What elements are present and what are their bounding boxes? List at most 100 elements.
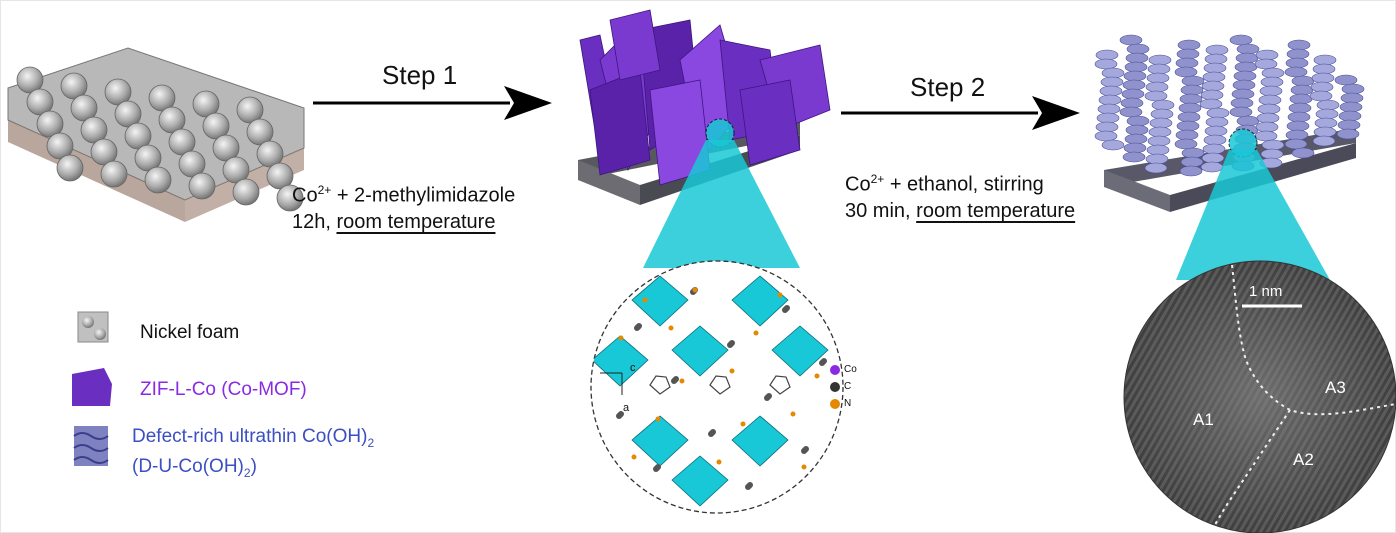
cobalt-tetrahedron: [731, 415, 789, 467]
cooh-flake: [1316, 99, 1340, 111]
foam-pore: [178, 150, 206, 178]
cooh-flake: [1312, 63, 1336, 75]
foam-pore: [46, 132, 74, 160]
step2-label: Step 2: [910, 72, 986, 102]
cooh-flake: [1203, 62, 1227, 74]
foam-pore: [26, 88, 54, 116]
carbon-atom: [599, 500, 605, 506]
cooh-flake: [1147, 63, 1171, 75]
cooh-flake: [1145, 81, 1169, 93]
cooh-flake: [1124, 133, 1148, 145]
cooh-flake: [1175, 129, 1199, 141]
cooh-flake: [1101, 67, 1125, 79]
cooh-flake: [1229, 34, 1253, 46]
cooh-flake: [1119, 106, 1143, 118]
foam-pore: [222, 156, 250, 184]
key-co-atom: [830, 365, 840, 375]
nitrogen-atom: [631, 454, 637, 460]
cooh-flake: [1203, 134, 1227, 146]
cooh-flake: [1309, 90, 1333, 102]
carbon-atom: [821, 358, 827, 364]
axis-a-label: a: [623, 402, 630, 414]
carbon-atom: [766, 393, 772, 399]
nitrogen-atom: [777, 292, 783, 298]
carbon-atom: [636, 323, 642, 329]
cooh-flake: [1206, 107, 1230, 119]
cooh-flake: [1257, 103, 1281, 115]
nitrogen-atom: [801, 464, 807, 470]
cooh-flake: [1202, 143, 1226, 155]
cooh-flake: [1285, 129, 1309, 141]
step1-reagents: Co2+ + 2-methylimidazole: [292, 183, 516, 207]
nickel-foam-image: [7, 47, 305, 222]
cooh-flake: [1204, 125, 1228, 137]
cooh-flake: [1284, 66, 1308, 78]
step1-time-temp: 12h, room temperature: [292, 210, 496, 233]
cooh-flake: [1095, 49, 1119, 61]
step1-label: Step 1: [382, 60, 458, 90]
cooh-flake: [1285, 57, 1309, 69]
cooh-flake: [1145, 153, 1169, 165]
foam-pore: [148, 84, 176, 112]
zoom-cone-cooh: [1176, 128, 1330, 280]
cooh-flake: [1125, 52, 1149, 64]
cooh-flake: [1180, 156, 1204, 168]
cooh-flake: [1101, 139, 1125, 151]
step2-conditions: Co2+ + ethanol, stirring 30 min, room te…: [845, 166, 1075, 224]
step2-arrow: [841, 96, 1080, 130]
cobalt-tetrahedron: [671, 455, 729, 507]
cooh-flake: [1259, 85, 1283, 97]
cobalt-tetrahedron: [771, 325, 829, 377]
foam-pore: [202, 112, 230, 140]
cooh-flake: [1314, 117, 1338, 129]
cooh-flake: [1125, 124, 1149, 136]
cooh-flake: [1261, 139, 1285, 151]
cooh-flake: [1289, 93, 1313, 105]
foam-pore: [36, 110, 64, 138]
key-c-label: C: [844, 381, 852, 392]
nitrogen-atom: [729, 368, 735, 374]
tem-region-a1: A1: [1193, 410, 1214, 429]
cooh-flake: [1177, 39, 1201, 51]
carbon-atom: [618, 411, 624, 417]
cooh-flake: [1149, 117, 1173, 129]
cooh-flake: [1236, 43, 1260, 55]
cooh-flake: [1234, 61, 1258, 73]
foam-pore: [266, 162, 294, 190]
cooh-flake: [1144, 90, 1168, 102]
foam-pore: [192, 90, 220, 118]
nitrogen-atom: [716, 459, 722, 465]
carbon-atom: [597, 272, 603, 278]
cooh-flake: [1287, 111, 1311, 123]
nitrogen-atom: [753, 330, 759, 336]
cooh-flake: [1255, 121, 1279, 133]
cooh-flake: [1175, 57, 1199, 69]
cobalt-tetrahedron: [731, 275, 789, 327]
step2-reagents: Co2+ + ethanol, stirring: [845, 172, 1044, 196]
cooh-flake: [1098, 94, 1122, 106]
crystal-structure-view: [590, 260, 844, 514]
foam-pore: [104, 78, 132, 106]
cooh-flake: [1231, 88, 1255, 100]
cooh-flake: [1151, 99, 1175, 111]
key-n-label: N: [844, 398, 852, 409]
cooh-flake: [1094, 130, 1118, 142]
carbon-atom: [784, 305, 790, 311]
nitrogen-atom: [679, 378, 685, 384]
co-mof-array-image: [578, 9, 831, 205]
cooh-flake: [1202, 71, 1226, 83]
cooh-flake: [1146, 144, 1170, 156]
cooh-flake: [1286, 120, 1310, 132]
step2-time-temp: 30 min, room temperature: [845, 199, 1076, 222]
nitrogen-atom: [642, 297, 648, 303]
mof-sheet: [609, 9, 661, 81]
cooh-flake: [1121, 88, 1145, 100]
cobalt-tetrahedron: [631, 415, 689, 467]
cooh-flake: [1313, 126, 1337, 138]
cooh2-array-image: [1094, 34, 1365, 212]
foam-pore: [80, 116, 108, 144]
cooh-flake: [1260, 148, 1284, 160]
cooh-flake: [1181, 147, 1205, 159]
cooh-flake: [1339, 101, 1363, 113]
foam-pore: [256, 140, 284, 168]
